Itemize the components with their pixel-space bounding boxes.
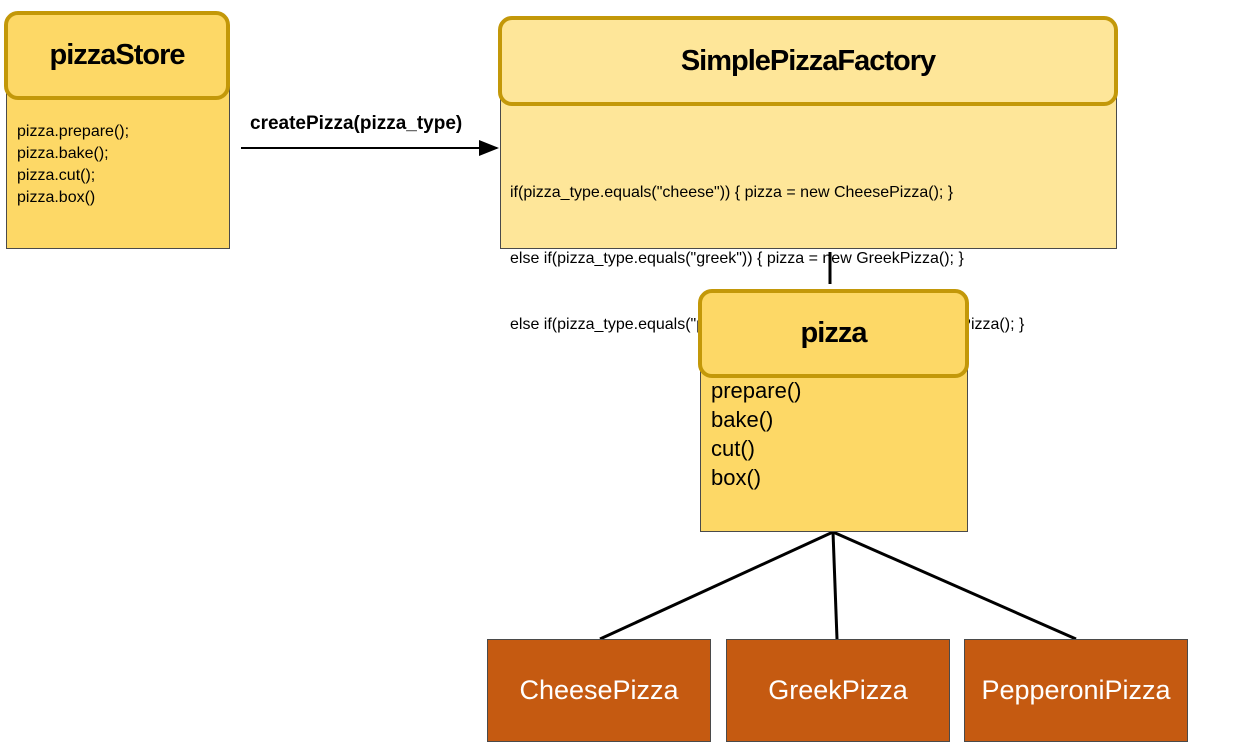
factory-code-line-greek: else if(pizza_type.equals("greek")) { pi… <box>510 250 964 267</box>
store-method-prepare: pizza.prepare(); <box>17 123 130 140</box>
store-method-box: pizza.box() <box>17 189 96 206</box>
store-method-cut: pizza.cut(); <box>17 167 96 184</box>
cheese-pizza-box: CheesePizza <box>487 639 711 742</box>
greek-pizza-label: GreekPizza <box>768 675 908 705</box>
pizza-store-header: pizzaStore <box>4 11 230 100</box>
create-pizza-label: createPizza(pizza_type) <box>250 113 463 134</box>
factory-code-line-cheese: if(pizza_type.equals("cheese")) { pizza … <box>510 184 954 201</box>
pizza-title: pizza <box>800 317 868 349</box>
pizza-method-bake: bake() <box>711 407 774 432</box>
pizza-to-greek-line <box>831 531 839 640</box>
pizza-to-cheese-line <box>599 530 834 641</box>
pizza-store-title: pizzaStore <box>49 39 185 71</box>
pizza-method-prepare: prepare() <box>711 378 802 403</box>
store-method-bake: pizza.bake(); <box>17 145 109 162</box>
greek-pizza-box: GreekPizza <box>726 639 950 742</box>
pizza-to-pepperoni-line <box>832 530 1077 641</box>
pizza-method-cut: cut() <box>711 436 755 461</box>
pepperoni-pizza-label: PepperoniPizza <box>981 675 1171 705</box>
cheese-pizza-label: CheesePizza <box>519 675 679 705</box>
pizza-method-box: box() <box>711 465 762 490</box>
pepperoni-pizza-box: PepperoniPizza <box>964 639 1188 742</box>
factory-title: SimplePizzaFactory <box>680 44 936 77</box>
pizza-header: pizza <box>698 289 969 378</box>
factory-header: SimplePizzaFactory <box>498 16 1118 106</box>
pizza-store-methods: pizza.prepare(); pizza.bake(); pizza.cut… <box>17 121 222 209</box>
pizza-methods: prepare() bake() cut() box() <box>711 376 961 492</box>
